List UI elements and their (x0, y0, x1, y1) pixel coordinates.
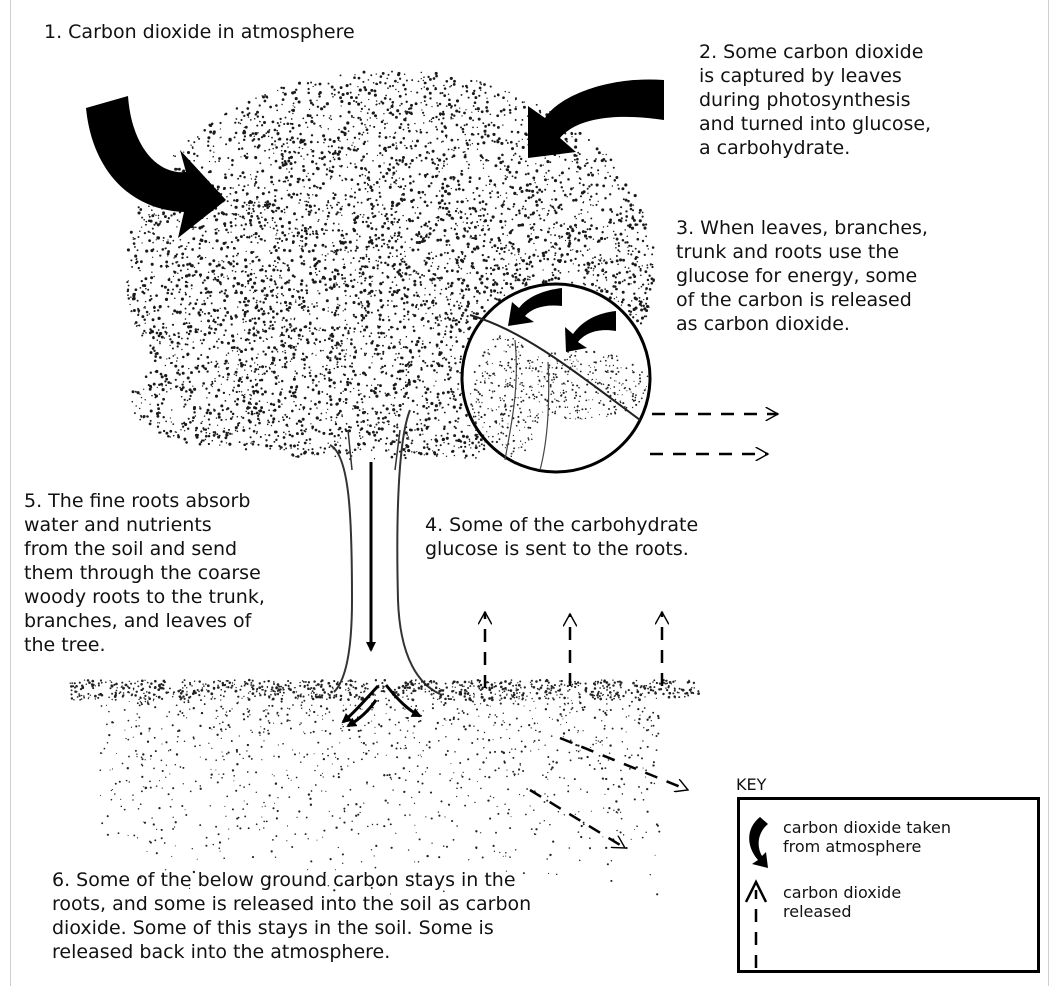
step-5-label: 5. The fine roots absorb water and nutri… (24, 489, 265, 657)
leaf-magnifier-illustration (462, 284, 650, 472)
key-taken-label: carbon dioxide taken from atmosphere (783, 818, 951, 856)
ground-line (69, 679, 700, 702)
step-1-label: 1. Carbon dioxide in atmosphere (44, 20, 355, 44)
curved-arrow-in-icon (528, 79, 664, 158)
glucose-flow-arrow (343, 462, 420, 726)
key-released-label: carbon dioxide released (783, 883, 901, 921)
step-3-label: 3. When leaves, branches, trunk and root… (676, 216, 928, 336)
step-2-label: 2. Some carbon dioxide is captured by le… (699, 40, 931, 160)
dashed-arrow-out-icon (485, 414, 778, 848)
curved-arrow-in-icon (86, 96, 226, 238)
tree-roots (100, 699, 661, 895)
step-4-label: 4. Some of the carbohydrate glucose is s… (425, 513, 698, 561)
key-title: KEY (736, 775, 766, 795)
step-6-label: 6. Some of the below ground carbon stays… (52, 868, 531, 964)
